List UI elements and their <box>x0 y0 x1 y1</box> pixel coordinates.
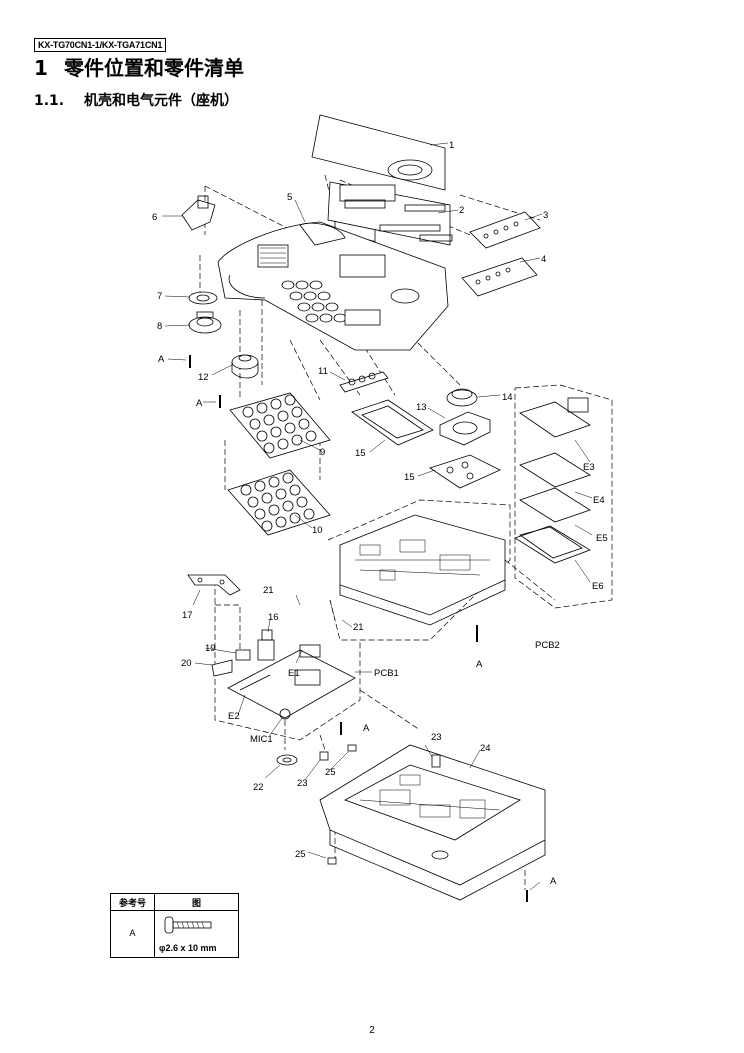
callout-label: 21 <box>353 622 364 633</box>
table-row: A φ2.6 x 10 mm <box>110 910 239 958</box>
callout-label: 25 <box>295 849 306 860</box>
section-title: 零件位置和零件清单 <box>64 56 244 80</box>
subsection-number: 1.1. <box>34 93 65 109</box>
ref-cell: A <box>110 910 155 958</box>
callout-labels: 1 2 3 4 5 6 7 8 A 12 A 11 14 13 9 15 15 … <box>152 140 608 887</box>
callout-label: E1 <box>288 668 300 679</box>
callout-label: 13 <box>416 402 427 413</box>
callout-label: 6 <box>152 212 157 223</box>
table-header-row: 参考号 图 <box>110 893 239 911</box>
screw-reference-table: 参考号 图 A φ2.6 x 10 mm <box>110 893 239 958</box>
subsection-heading: 1.1. 机壳和电气元件（座机） <box>34 90 238 110</box>
callout-label: 4 <box>541 254 546 265</box>
callout-label: 5 <box>287 192 292 203</box>
callout-label: A <box>196 398 203 409</box>
section-heading: 1 零件位置和零件清单 <box>34 52 244 81</box>
callout-label: 9 <box>320 447 325 458</box>
callout-label: 2 <box>459 205 464 216</box>
callout-label: 16 <box>268 612 279 623</box>
figure-cell: φ2.6 x 10 mm <box>154 910 239 958</box>
callout-label: 15 <box>404 472 415 483</box>
screw-dimension: φ2.6 x 10 mm <box>159 943 217 953</box>
callout-label: PCB1 <box>374 668 399 679</box>
callout-label: 3 <box>543 210 548 221</box>
screw-icon <box>164 916 212 934</box>
col-fig-header: 图 <box>154 893 239 911</box>
callout-label: MIC1 <box>250 734 273 745</box>
callout-label: 22 <box>253 782 264 793</box>
callout-label: E6 <box>592 581 604 592</box>
callout-label: 23 <box>297 778 308 789</box>
callout-label: 1 <box>449 140 454 151</box>
callout-label: 24 <box>480 743 491 754</box>
callout-label: 14 <box>502 392 513 403</box>
callout-label: PCB2 <box>535 640 560 651</box>
callout-label: 15 <box>355 448 366 459</box>
callout-label: A <box>476 659 483 670</box>
callout-label: 7 <box>157 291 162 302</box>
callout-label: 21 <box>263 585 274 596</box>
section-number: 1 <box>34 56 48 80</box>
callout-label: E3 <box>583 462 595 473</box>
callout-label: 12 <box>198 372 209 383</box>
callout-label: 20 <box>181 658 192 669</box>
col-ref-header: 参考号 <box>110 893 155 911</box>
model-tag: KX-TG70CN1-1/KX-TGA71CN1 <box>34 38 167 52</box>
callout-label: A <box>363 723 370 734</box>
callout-label: A <box>158 354 165 365</box>
callout-label: 8 <box>157 321 162 332</box>
callout-label: 17 <box>182 610 193 621</box>
callout-label: E5 <box>596 533 608 544</box>
callout-label: E2 <box>228 711 240 722</box>
callout-label: 25 <box>325 767 336 778</box>
callout-label: 19 <box>205 643 216 654</box>
callout-label: 11 <box>318 366 328 377</box>
callout-label: 23 <box>431 732 442 743</box>
subsection-title: 机壳和电气元件（座机） <box>84 93 238 109</box>
page-number: 2 <box>369 1025 375 1036</box>
callout-label: A <box>550 876 557 887</box>
callout-label: E4 <box>593 495 605 506</box>
callout-label: 10 <box>312 525 323 536</box>
